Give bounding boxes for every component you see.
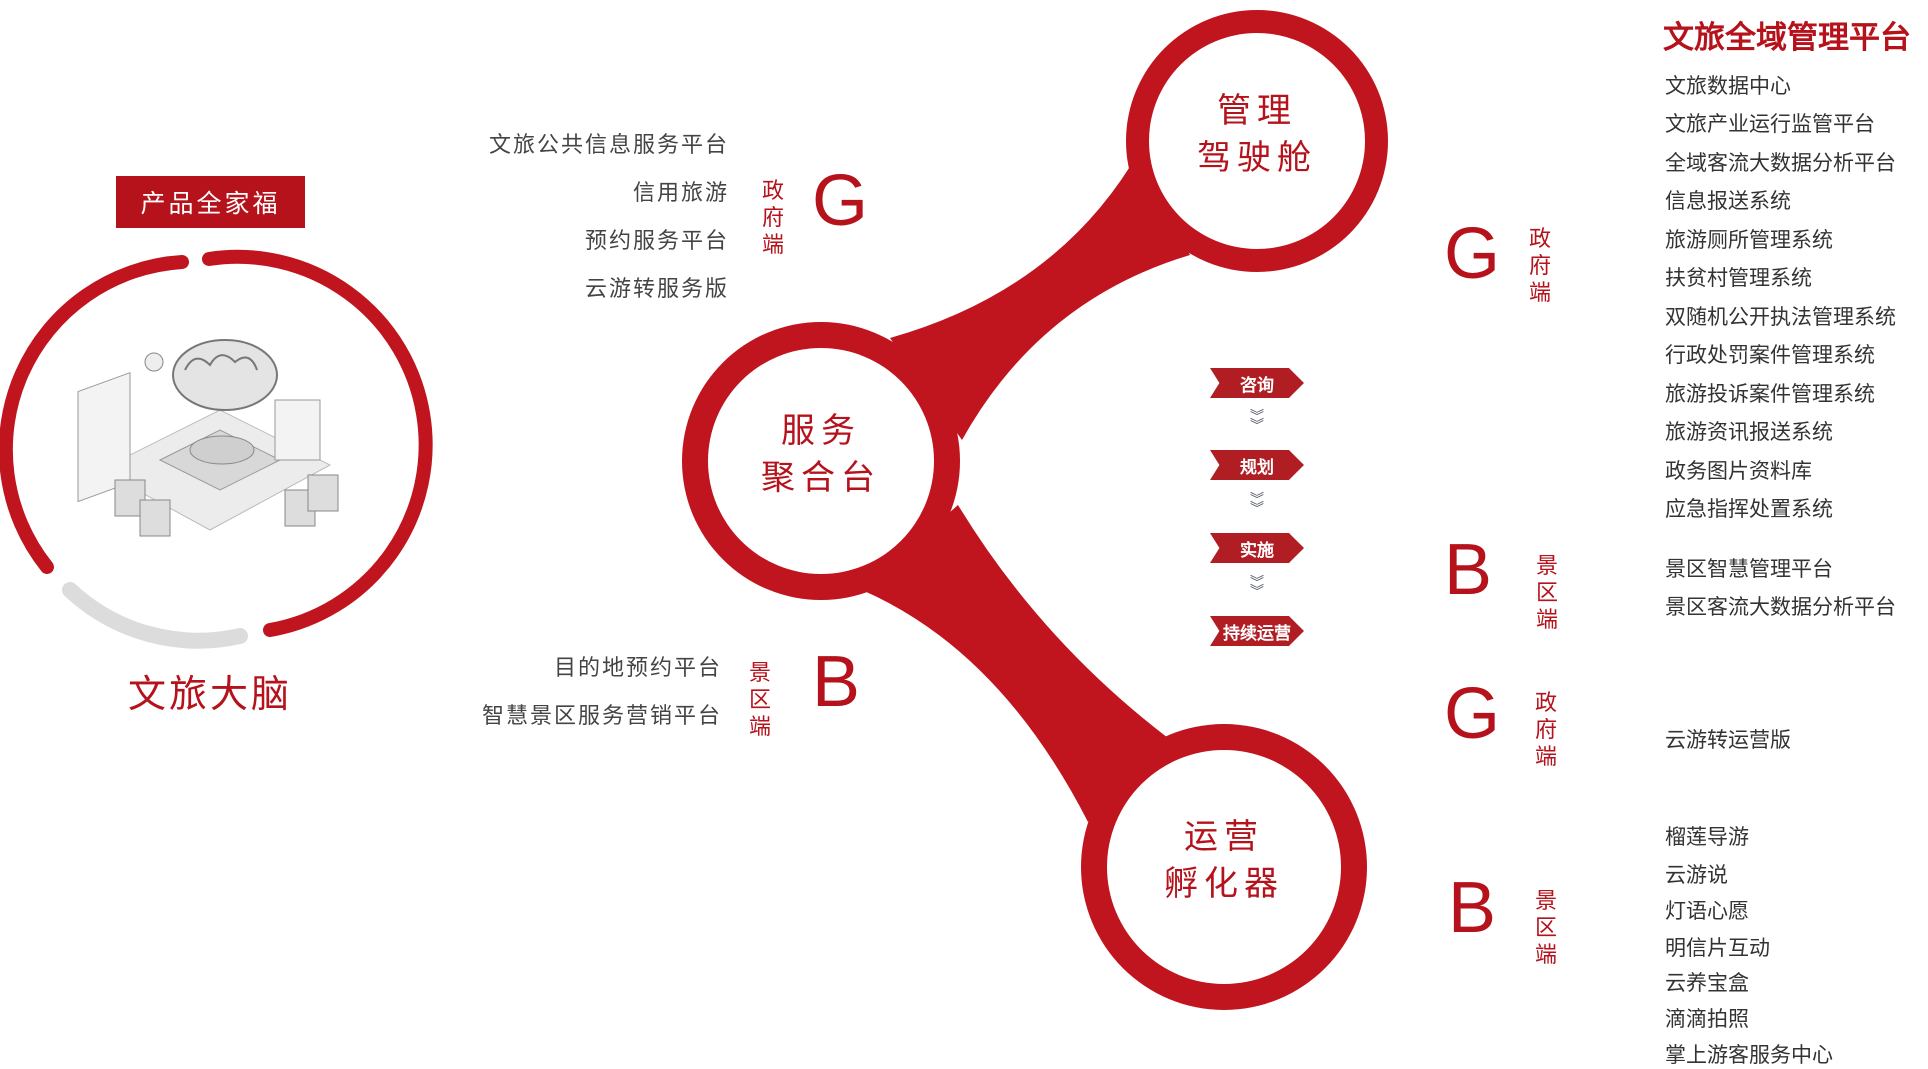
- right-item: 景区客流大数据分析平台: [1665, 595, 1896, 619]
- right-item: 云养宝盒: [1665, 971, 1749, 995]
- right-item: 旅游资讯报送系统: [1665, 420, 1833, 444]
- right-item: 文旅产业运行监管平台: [1665, 112, 1875, 136]
- flow-step-implement: 实施: [1210, 533, 1304, 563]
- right-item: 掌上游客服务中心: [1665, 1043, 1833, 1067]
- left-b-item: 目的地预约平台: [553, 656, 722, 681]
- flow-step-operate: 持续运营: [1210, 616, 1304, 646]
- right-item: 行政处罚案件管理系统: [1665, 343, 1875, 367]
- right-item: 滴滴拍照: [1665, 1007, 1749, 1031]
- right-item: 全域客流大数据分析平台: [1665, 151, 1896, 175]
- right-b1-tag: 景区端: [1535, 554, 1558, 633]
- chevron-down-icon: ︾︾: [1250, 492, 1264, 517]
- right-item: 旅游投诉案件管理系统: [1665, 382, 1875, 406]
- left-b-letter: B: [812, 642, 861, 722]
- right-g2-tag: 政府端: [1534, 691, 1557, 770]
- left-g-letter: G: [812, 161, 869, 241]
- hub-service-line1: 服务: [781, 411, 861, 451]
- right-item: 云游转运营版: [1665, 728, 1791, 752]
- right-b2-letter: B: [1448, 868, 1497, 948]
- right-item: 应急指挥处置系统: [1665, 497, 1833, 521]
- right-item: 明信片互动: [1665, 936, 1770, 960]
- hub-cockpit-line1: 管理: [1217, 91, 1297, 131]
- hub-incubator: 运营 孵化器: [1124, 814, 1324, 908]
- right-b1-letter: B: [1444, 530, 1493, 610]
- connector-lower: [862, 505, 1168, 822]
- left-g-item: 预约服务平台: [584, 229, 729, 254]
- hub-incubator-line2: 孵化器: [1164, 864, 1284, 904]
- right-g1-tag: 政府端: [1528, 227, 1551, 306]
- hub-cockpit: 管理 驾驶舱: [1157, 88, 1357, 182]
- left-g-item: 文旅公共信息服务平台: [488, 133, 729, 158]
- right-b2-tag: 景区端: [1534, 889, 1557, 968]
- left-g-item: 云游转服务版: [584, 277, 729, 302]
- brain-ring: [0, 249, 433, 649]
- flow-step-plan: 规划: [1210, 450, 1304, 480]
- right-g2-letter: G: [1444, 674, 1501, 754]
- right-item: 双随机公开执法管理系统: [1665, 305, 1896, 329]
- right-item: 文旅数据中心: [1665, 74, 1791, 98]
- right-item: 政务图片资料库: [1665, 459, 1812, 483]
- left-b-item: 智慧景区服务营销平台: [481, 704, 722, 729]
- right-item: 榴莲导游: [1665, 825, 1749, 849]
- chevron-down-icon: ︾︾: [1250, 409, 1264, 434]
- hub-service: 服务 聚合台: [721, 408, 921, 502]
- right-title: 文旅全域管理平台: [1663, 20, 1911, 56]
- brain-illustration: [77, 339, 339, 537]
- right-item: 景区智慧管理平台: [1665, 557, 1833, 581]
- flow-step-consult: 咨询: [1210, 368, 1304, 398]
- left-b-tag: 景区端: [748, 661, 771, 740]
- right-item: 扶贫村管理系统: [1665, 266, 1812, 290]
- right-item: 信息报送系统: [1665, 189, 1791, 213]
- right-item: 灯语心愿: [1665, 899, 1749, 923]
- connector-upper: [890, 150, 1190, 440]
- hub-service-line2: 聚合台: [761, 458, 881, 498]
- brain-label: 文旅大脑: [127, 672, 292, 716]
- chevron-down-icon: ︾︾: [1250, 575, 1264, 600]
- product-family-label: 产品全家福: [116, 176, 305, 228]
- left-g-tag: 政府端: [761, 179, 784, 258]
- hub-cockpit-line2: 驾驶舱: [1197, 138, 1317, 178]
- right-item: 旅游厕所管理系统: [1665, 228, 1833, 252]
- right-item: 云游说: [1665, 863, 1728, 887]
- hub-incubator-line1: 运营: [1184, 817, 1264, 857]
- right-g1-letter: G: [1444, 214, 1501, 294]
- left-g-item: 信用旅游: [632, 181, 729, 206]
